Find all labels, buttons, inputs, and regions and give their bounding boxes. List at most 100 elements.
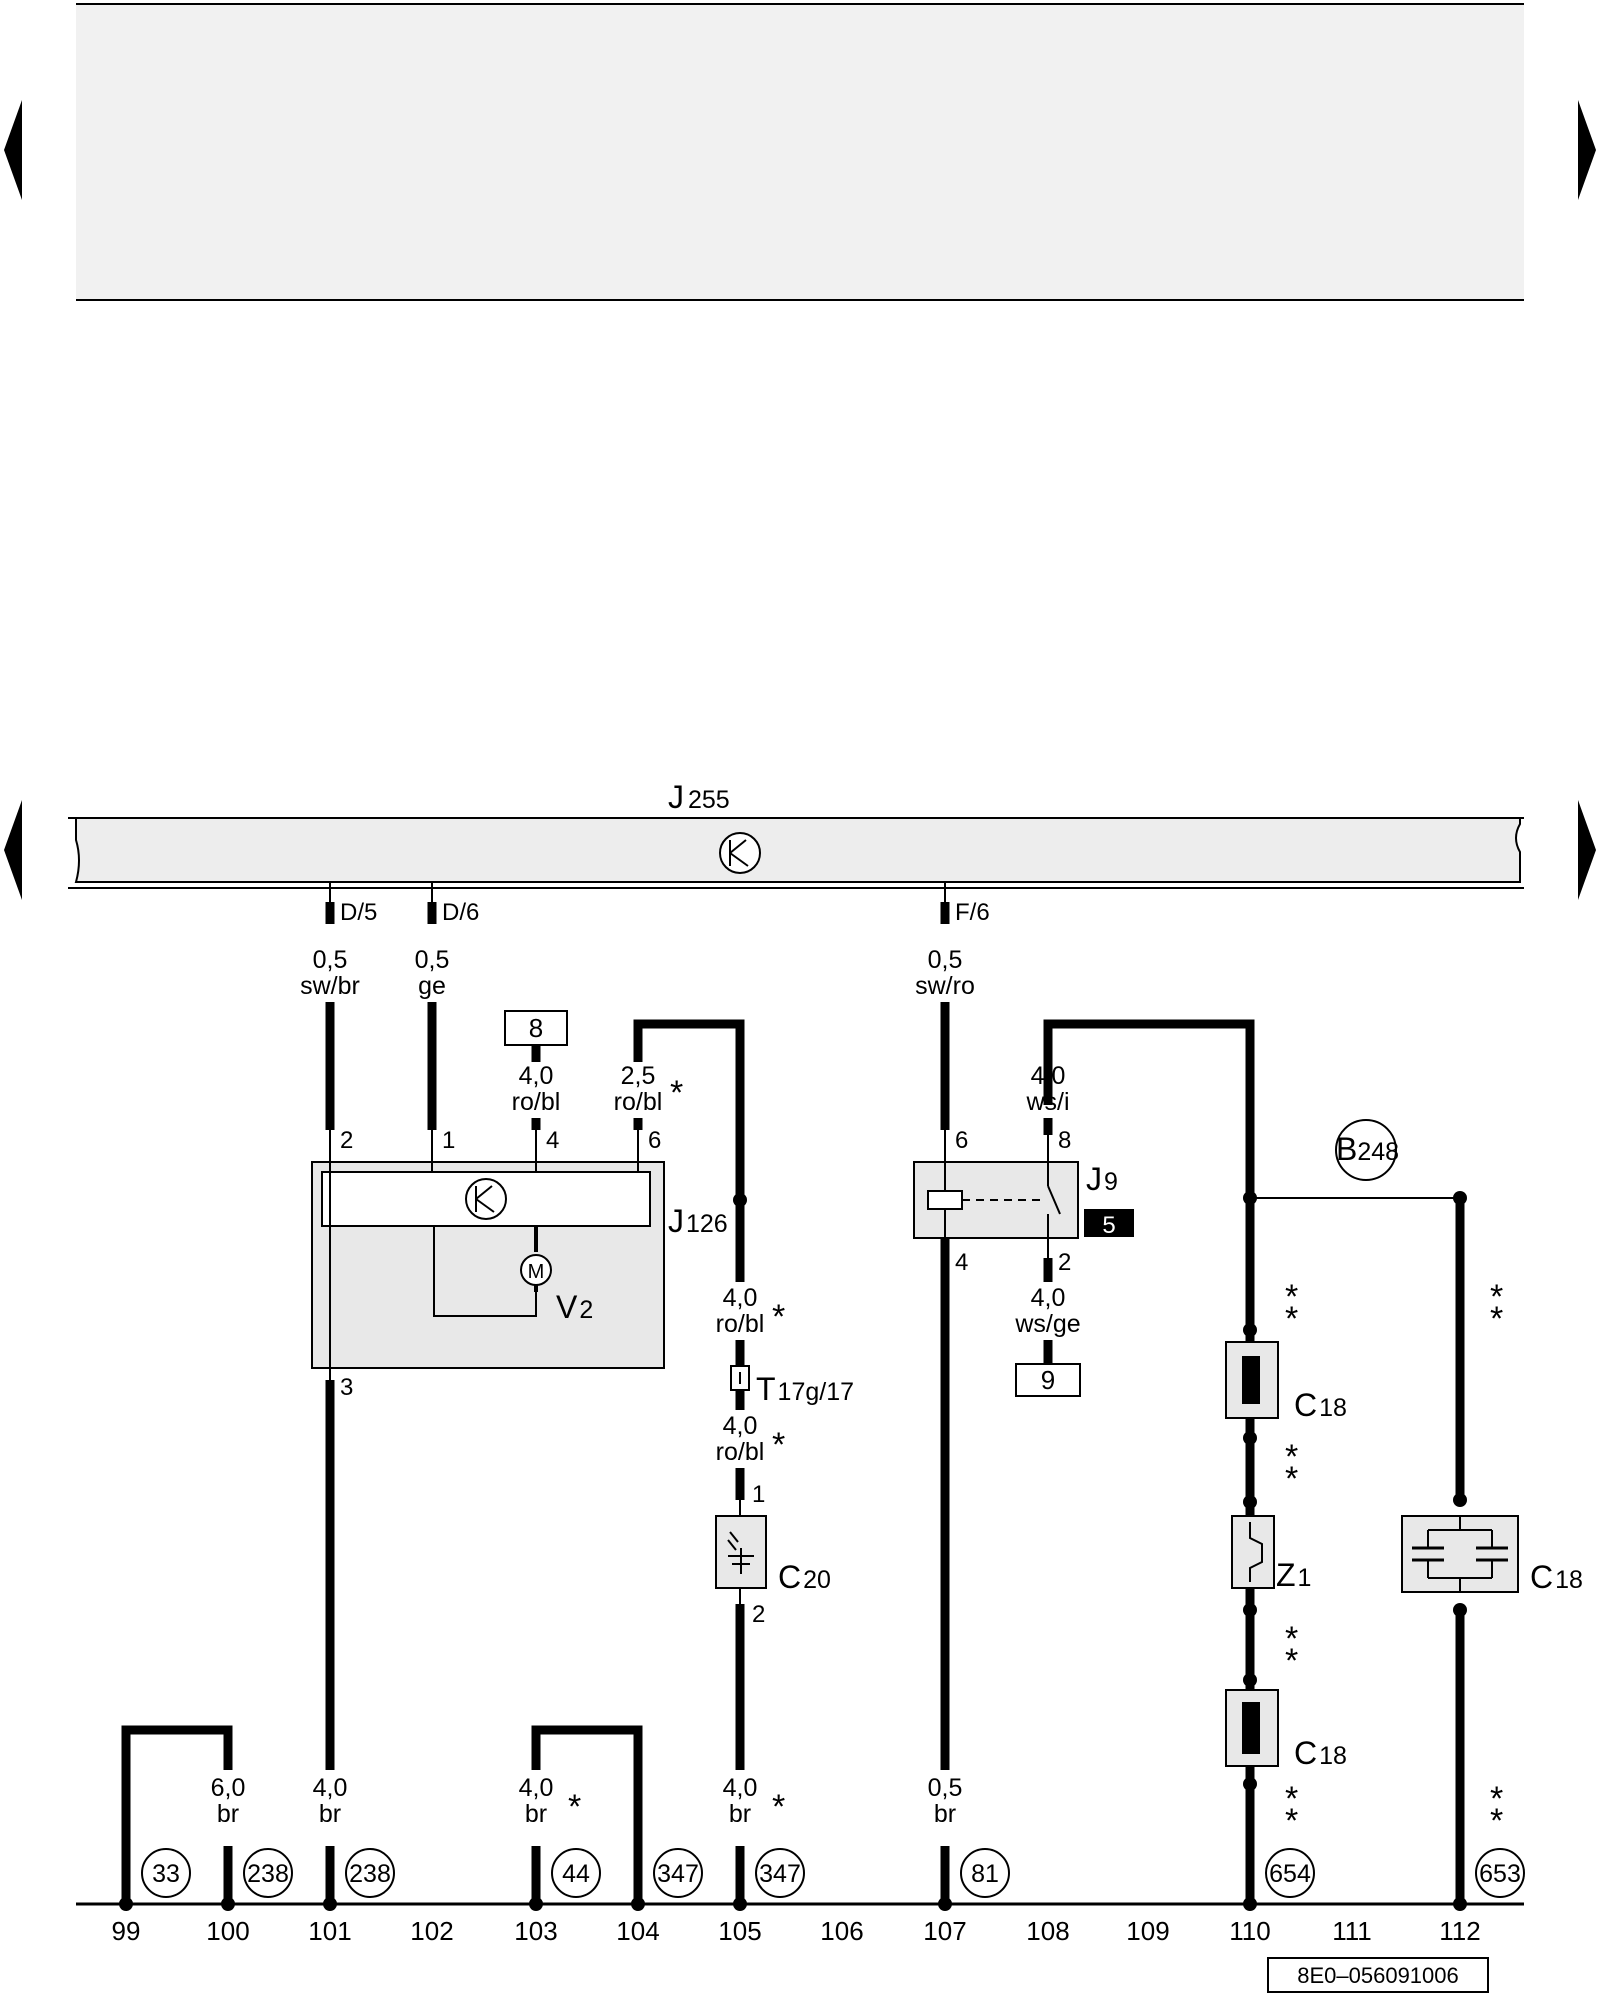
ground-point-circle (1475, 1848, 1525, 1898)
asterisk: * (772, 1788, 785, 1826)
bus-bar-j255 (74, 817, 1521, 883)
wire-size: 0,5 (415, 946, 450, 974)
pin: 2 (340, 1127, 353, 1154)
asterisk: * (1285, 1438, 1298, 1476)
ground-point-circle (243, 1848, 293, 1898)
svg-text:br: br (729, 1800, 751, 1828)
relay-coil-icon (927, 1162, 1061, 1238)
asterisk: * (1285, 1642, 1298, 1680)
ground-junction-dot (938, 1897, 952, 1911)
ground-point-label: 238 (349, 1860, 391, 1888)
ground-junction-dot (221, 1897, 235, 1911)
component-z1 (1231, 1515, 1275, 1589)
header-panel (76, 4, 1524, 300)
ground-junction-dot (529, 1897, 543, 1911)
control-unit-icon (465, 1178, 507, 1220)
track-number: 108 (1026, 1916, 1069, 1946)
asterisk: * (1285, 1620, 1298, 1658)
asterisk: * (1490, 1300, 1503, 1338)
next-page-arrow-icon[interactable] (1578, 100, 1596, 200)
ground-point-circle (755, 1848, 805, 1898)
capacitor-icon (1412, 1516, 1508, 1592)
relay-label: J9 (1086, 1161, 1118, 1197)
wire-size: 4,0 (519, 1062, 554, 1090)
document-code: 8E0–056091006 (1297, 1963, 1459, 1988)
track-number: 107 (923, 1916, 966, 1946)
asterisk: * (1285, 1300, 1298, 1338)
component-c18-top (1225, 1341, 1279, 1419)
prev-page-arrow-icon[interactable] (4, 100, 22, 200)
pin-f6: F/6 (955, 899, 990, 926)
connector-label: T17g/17 (756, 1371, 854, 1407)
pin-d6: D/6 (442, 899, 479, 926)
wire-color: ws/ge (1014, 1310, 1080, 1338)
pin: 3 (340, 1374, 353, 1401)
c18-bottom-label: C18 (1294, 1735, 1347, 1771)
ground-point-circle (1265, 1848, 1315, 1898)
light-sensor-icon (727, 1531, 754, 1574)
ground-point-label: 653 (1479, 1860, 1521, 1888)
svg-text:M: M (528, 1261, 545, 1283)
track-number: 105 (718, 1916, 761, 1946)
ground-junction-dot (323, 1897, 337, 1911)
ground-point-label: 347 (657, 1860, 699, 1888)
track-number: 101 (308, 1916, 351, 1946)
document-code-box (1267, 1957, 1489, 1993)
pin: 6 (648, 1127, 661, 1154)
svg-text:br: br (934, 1800, 956, 1828)
track-number: 111 (1332, 1916, 1372, 1946)
track-number: 99 (112, 1916, 141, 1946)
pin: 2 (1058, 1249, 1071, 1276)
asterisk: * (772, 1426, 785, 1464)
asterisk: * (1285, 1278, 1298, 1316)
svg-text:8: 8 (529, 1013, 543, 1043)
fuse-box-9 (1015, 1363, 1081, 1397)
asterisk: * (1490, 1802, 1503, 1840)
asterisk: * (1285, 1460, 1298, 1498)
c18-cap-label: C18 (1530, 1559, 1583, 1595)
svg-text:4,0: 4,0 (723, 1774, 758, 1802)
track-number: 102 (410, 1916, 453, 1946)
component-b248 (1335, 1119, 1397, 1181)
connector-t17g (730, 1365, 750, 1391)
wire-color: ws/i (1025, 1088, 1069, 1116)
wire-color: ro/bl (716, 1438, 765, 1466)
ground-point-label: 81 (971, 1860, 999, 1888)
pin: 4 (955, 1249, 968, 1276)
c18-top-label: C18 (1294, 1387, 1347, 1423)
svg-text:0,5: 0,5 (928, 1774, 963, 1802)
wire-color: ro/bl (614, 1088, 663, 1116)
ground-point-circle (141, 1848, 191, 1898)
relay-position-badge (1084, 1209, 1134, 1237)
control-unit-icon (719, 832, 761, 874)
heater-element-icon (1249, 1522, 1263, 1582)
asterisk: * (1285, 1780, 1298, 1818)
track-number: 100 (206, 1916, 249, 1946)
track-number: 109 (1126, 1916, 1169, 1946)
track-number: 112 (1439, 1916, 1480, 1946)
track-number: 106 (820, 1916, 863, 1946)
wire-color: ro/bl (716, 1310, 765, 1338)
wire-size: 6,0 (211, 1774, 246, 1802)
asterisk: * (1490, 1278, 1503, 1316)
asterisk: * (1490, 1780, 1503, 1818)
wire-size: 4,0 (723, 1412, 758, 1440)
track-number: 104 (616, 1916, 659, 1946)
z1-label: Z1 (1276, 1557, 1311, 1593)
pin: 6 (955, 1127, 968, 1154)
svg-text:4,0: 4,0 (313, 1774, 348, 1802)
asterisk: * (670, 1074, 683, 1112)
ground-junction-dot (1453, 1897, 1467, 1911)
track-number: 103 (514, 1916, 557, 1946)
ground-junction-dot (631, 1897, 645, 1911)
next-section-arrow-icon[interactable] (1578, 800, 1596, 900)
wire-size: 4,0 (1031, 1284, 1066, 1312)
ground-point-circle (551, 1848, 601, 1898)
ground-junction-dot (733, 1897, 747, 1911)
prev-section-arrow-icon[interactable] (4, 800, 22, 900)
wire-size: 4,0 (1031, 1062, 1066, 1090)
pin: 8 (1058, 1127, 1071, 1154)
